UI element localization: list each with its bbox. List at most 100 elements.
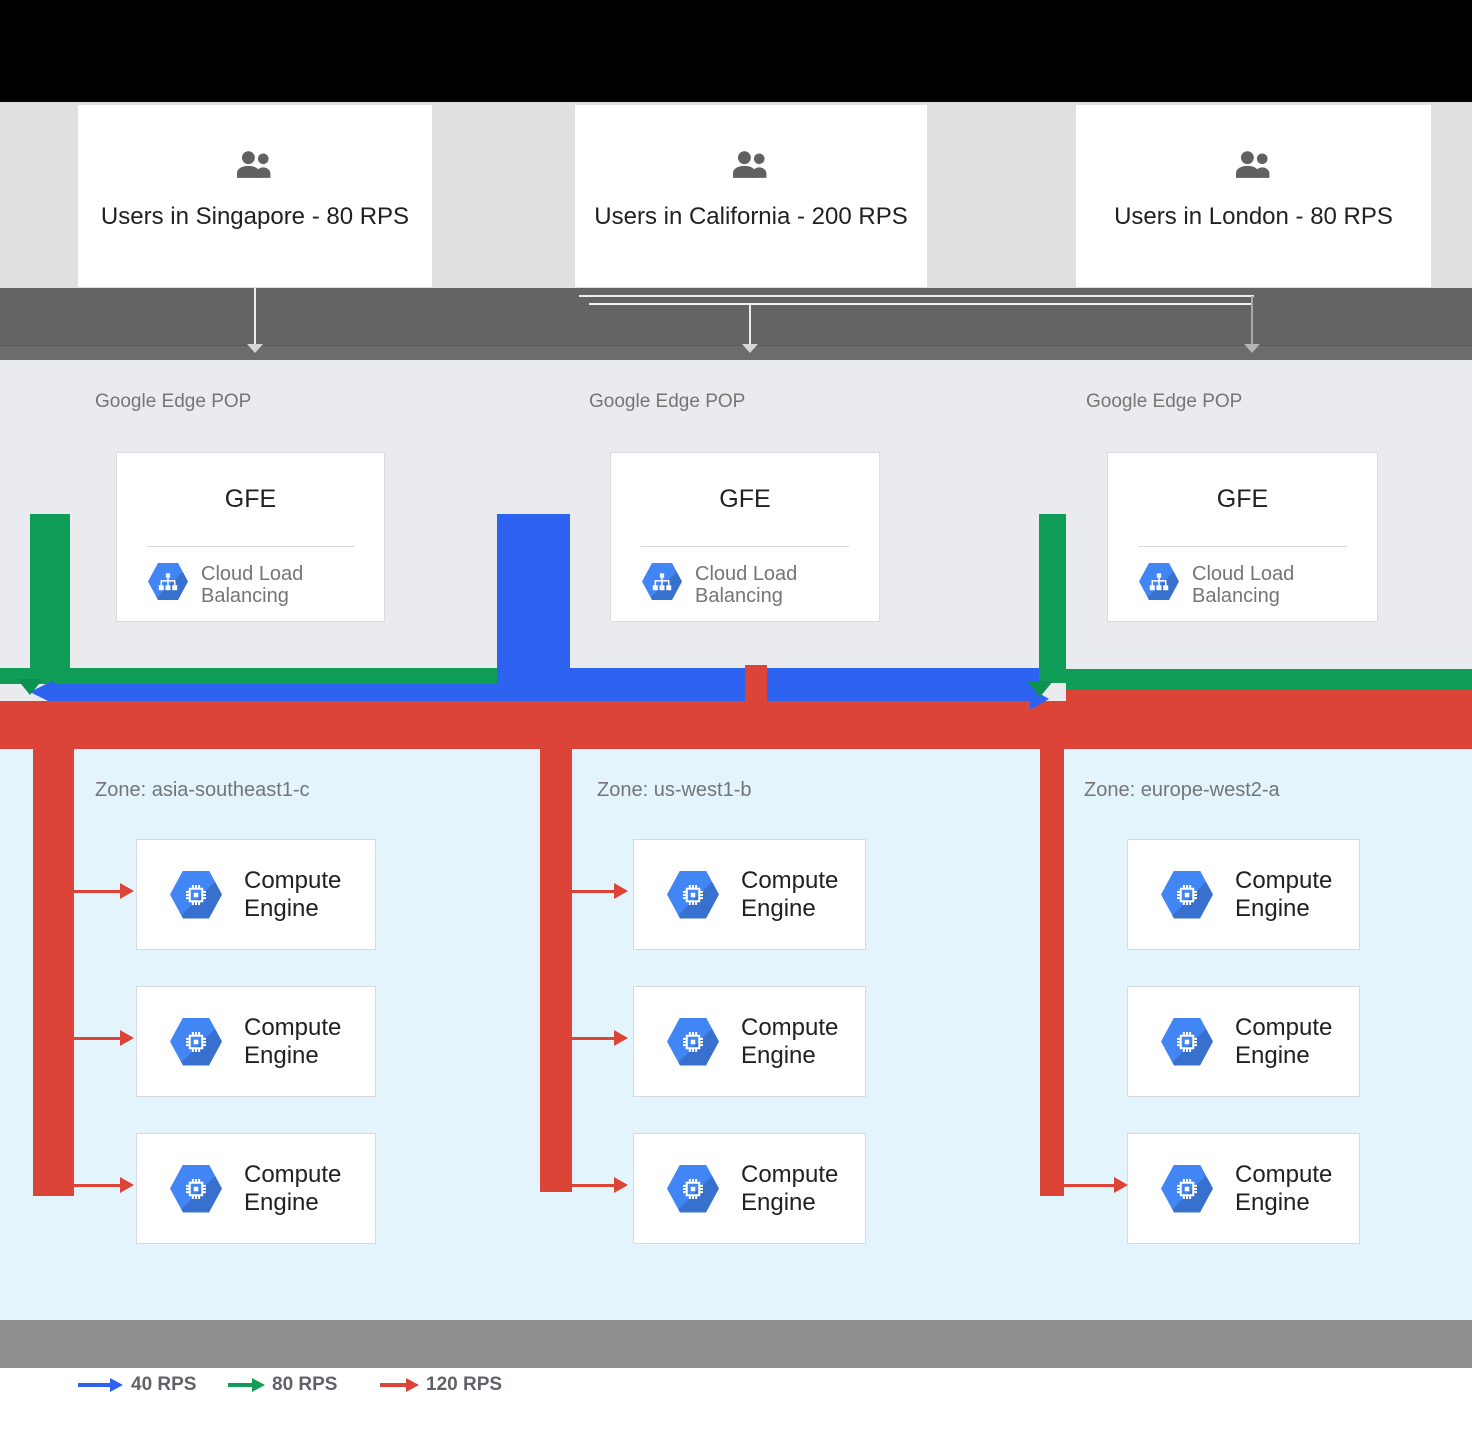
- compute-engine-label: Compute Engine: [244, 1160, 342, 1216]
- edge-pop-label: Google Edge POP: [1086, 391, 1243, 412]
- user-card-label: Users in London - 80 RPS: [1114, 203, 1393, 230]
- divider: [1138, 546, 1347, 547]
- connector-band-lower: [0, 346, 1472, 360]
- edge-pop-label: Google Edge POP: [589, 391, 746, 412]
- people-icon: [237, 151, 271, 178]
- legend-blue-arrow-head-icon: [110, 1378, 123, 1392]
- compute-engine-box: Compute Engine: [633, 839, 866, 950]
- red-arrow-line: [1064, 1184, 1114, 1187]
- compute-engine-box: Compute Engine: [1127, 1133, 1360, 1244]
- compute-engine-icon: [170, 1017, 222, 1066]
- people-icon: [733, 151, 767, 178]
- people-icon: [1235, 151, 1269, 178]
- gfe-title: GFE: [224, 485, 277, 513]
- connector-stub-california: [749, 303, 751, 344]
- flow-red-vertical-uswest: [540, 749, 572, 1192]
- red-arrow-line: [572, 890, 614, 893]
- gfe-service-label: Cloud Load Balancing: [695, 563, 798, 607]
- bottom-gray-band: [0, 1320, 1472, 1368]
- flow-blue-vertical-california: [497, 514, 570, 701]
- compute-engine-box: Compute Engine: [136, 839, 376, 950]
- compute-engine-icon: [667, 870, 719, 919]
- gfe-box-singapore: GFE Cloud Load Balancing: [116, 452, 385, 622]
- legend-blue-label: 40 RPS: [131, 1374, 197, 1395]
- compute-engine-box: Compute Engine: [1127, 839, 1360, 950]
- legend-green-label: 80 RPS: [272, 1374, 338, 1395]
- red-arrow-line: [74, 1184, 120, 1187]
- cloud-load-balancing-icon: [148, 563, 188, 600]
- compute-engine-label: Compute Engine: [741, 1013, 839, 1069]
- red-arrow-head-icon: [614, 883, 628, 899]
- red-arrow-line: [74, 890, 120, 893]
- zone-label-asia: Zone: asia-southeast1-c: [95, 779, 310, 801]
- green-arrow-down-icon: [1027, 681, 1053, 697]
- edge-pop-label: Google Edge POP: [95, 391, 252, 412]
- flow-green-horizontal-right: [1066, 669, 1472, 690]
- down-arrow-icon: [1244, 344, 1260, 353]
- compute-engine-icon: [667, 1017, 719, 1066]
- compute-engine-box: Compute Engine: [633, 986, 866, 1097]
- gfe-title: GFE: [719, 485, 771, 513]
- red-arrow-head-icon: [614, 1177, 628, 1193]
- compute-engine-box: Compute Engine: [633, 1133, 866, 1244]
- compute-engine-icon: [1161, 870, 1213, 919]
- red-arrow-head-icon: [614, 1030, 628, 1046]
- flow-red-horizontal-band: [0, 701, 1472, 749]
- flow-green-vertical-singapore: [30, 514, 70, 684]
- connector-line: [579, 295, 1254, 297]
- legend-green-arrow-head-icon: [252, 1378, 265, 1392]
- connector-stub-singapore: [254, 288, 256, 344]
- connector-stub-london: [1251, 296, 1253, 344]
- red-arrow-line: [74, 1037, 120, 1040]
- legend-red-arrow-head-icon: [406, 1378, 419, 1392]
- compute-engine-label: Compute Engine: [1235, 1013, 1333, 1069]
- gfe-box-california: GFE Cloud Load Balancing: [610, 452, 880, 622]
- red-arrow-line: [572, 1037, 614, 1040]
- legend-green-arrow-icon: [228, 1383, 252, 1387]
- compute-engine-icon: [667, 1164, 719, 1213]
- user-card-california: Users in California - 200 RPS: [575, 105, 927, 287]
- gfe-box-london: GFE Cloud Load Balancing: [1107, 452, 1378, 622]
- gfe-title: GFE: [1216, 485, 1269, 513]
- compute-engine-label: Compute Engine: [741, 1160, 839, 1216]
- red-arrow-head-icon: [1114, 1177, 1128, 1193]
- flow-red-vertical-asia: [33, 749, 74, 1196]
- user-card-label: Users in California - 200 RPS: [594, 203, 908, 230]
- cloud-load-balancing-icon: [1139, 563, 1179, 600]
- cloud-load-balancing-icon: [642, 563, 682, 600]
- gfe-service-label: Cloud Load Balancing: [201, 563, 304, 607]
- compute-engine-label: Compute Engine: [1235, 866, 1333, 922]
- green-arrow-down-icon: [17, 679, 43, 695]
- compute-engine-icon: [1161, 1164, 1213, 1213]
- zone-label-europe: Zone: europe-west2-a: [1084, 779, 1280, 801]
- zone-label-uswest: Zone: us-west1-b: [597, 779, 752, 801]
- divider: [641, 546, 849, 547]
- user-card-london: Users in London - 80 RPS: [1076, 105, 1431, 287]
- flow-red-right-top: [1066, 690, 1472, 702]
- flow-blue-horizontal-mid-left: [570, 668, 745, 701]
- red-arrow-head-icon: [120, 1177, 134, 1193]
- connector-band-seam: [0, 345, 1472, 346]
- legend-blue-arrow-icon: [78, 1383, 110, 1387]
- compute-engine-icon: [170, 870, 222, 919]
- user-card-singapore: Users in Singapore - 80 RPS: [78, 105, 432, 287]
- flow-green-horizontal-left: [0, 668, 497, 684]
- legend-band: [0, 1368, 1472, 1440]
- gfe-service-label: Cloud Load Balancing: [1192, 563, 1295, 607]
- red-arrow-head-icon: [120, 883, 134, 899]
- user-card-label: Users in Singapore - 80 RPS: [100, 203, 410, 230]
- compute-engine-label: Compute Engine: [1235, 1160, 1333, 1216]
- connector-line: [589, 303, 1253, 305]
- compute-engine-label: Compute Engine: [244, 1013, 342, 1069]
- flow-red-vertical-europe: [1040, 749, 1064, 1196]
- compute-engine-box: Compute Engine: [136, 1133, 376, 1244]
- red-arrow-head-icon: [120, 1030, 134, 1046]
- legend-red-label: 120 RPS: [426, 1374, 503, 1395]
- flow-blue-horizontal-mid-right: [767, 668, 1039, 701]
- divider: [147, 546, 354, 547]
- compute-engine-icon: [170, 1164, 222, 1213]
- compute-engine-label: Compute Engine: [741, 866, 839, 922]
- flow-green-vertical-london: [1039, 514, 1066, 683]
- compute-engine-icon: [1161, 1017, 1213, 1066]
